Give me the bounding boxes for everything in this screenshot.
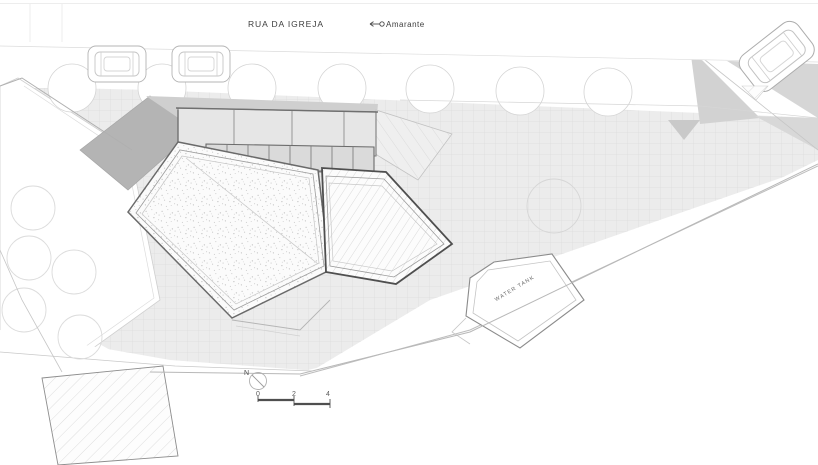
garden-tree <box>6 235 52 281</box>
main-house <box>175 107 379 174</box>
compass-needle <box>251 374 265 388</box>
scale-label-2: 2 <box>292 391 297 398</box>
deck-inner-offset <box>325 175 445 278</box>
kerb-ticks <box>29 4 63 42</box>
terrace-inner-offset <box>135 149 325 311</box>
garden-tree-group <box>1 178 582 360</box>
site-boundaries <box>0 77 818 375</box>
north-compass <box>249 372 267 390</box>
car-top-right-rotated <box>738 20 815 92</box>
water-tank-inner-offset <box>472 260 577 342</box>
terrace-outline <box>127 141 331 319</box>
north-letter-label: N <box>244 370 250 377</box>
street-tree <box>47 63 97 113</box>
roof-plane-dark <box>80 96 196 190</box>
car-top-left-1 <box>87 45 147 83</box>
deck-inner-offset-2 <box>328 182 438 272</box>
arrow-endpoint-circle <box>379 21 385 27</box>
scale-bar <box>257 396 331 408</box>
compass-circle <box>249 372 267 390</box>
slope-wedge-a <box>690 48 760 124</box>
garden-tree <box>57 314 103 360</box>
direction-arrow-icon <box>369 21 385 27</box>
deck-outline <box>321 167 454 285</box>
direction-label: Amarante <box>386 20 425 29</box>
right-car-pad-hatch <box>741 85 769 101</box>
water-tank-outline <box>465 253 585 349</box>
water-tank <box>451 253 585 349</box>
right-ground-boundary <box>299 165 818 377</box>
garden-tree <box>1 287 47 333</box>
car-top-left-2 <box>171 45 231 83</box>
stippled-terrace <box>127 141 331 319</box>
scale-label-0: 0 <box>256 391 261 398</box>
lower-ground-boundary <box>0 351 341 373</box>
neighbour-building <box>41 365 179 465</box>
garden-tree <box>10 185 56 231</box>
street-tree <box>495 66 545 116</box>
street-tree <box>583 67 633 117</box>
terrace-joint-line <box>185 157 319 265</box>
water-tank-connector <box>451 317 471 345</box>
garden-tree <box>526 178 582 234</box>
hatched-deck <box>321 167 454 285</box>
scale-label-4: 4 <box>326 391 331 398</box>
garden-tree <box>51 249 97 295</box>
roof-front-edge <box>175 107 379 113</box>
street-tree <box>405 64 455 114</box>
terrace-inner-offset-2 <box>141 155 320 305</box>
garden-plot-edge-inner <box>23 85 155 367</box>
neighbour-building-footprint <box>41 365 179 465</box>
slope-wedge-b <box>755 116 818 150</box>
terrace-tail-edge <box>231 299 331 331</box>
slope-hatch-small <box>668 120 700 140</box>
terrace-tail-edge-2 <box>235 325 301 337</box>
street-surface <box>0 4 818 42</box>
arrow-head <box>369 21 374 27</box>
street-name-label: RUA DA IGREJA <box>248 19 324 29</box>
